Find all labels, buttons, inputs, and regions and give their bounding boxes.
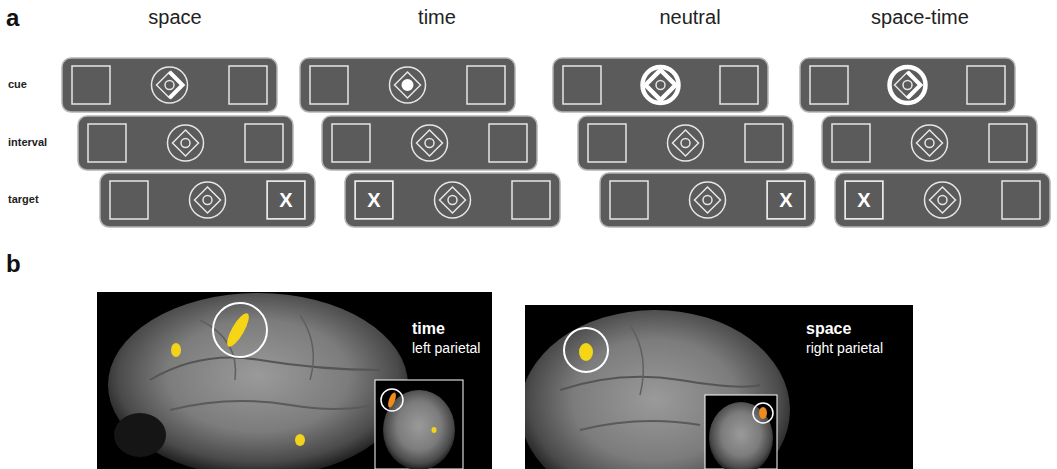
screen [578, 116, 793, 170]
target-letter: X [857, 190, 870, 210]
target-box: X [767, 181, 805, 219]
screen [300, 58, 515, 112]
fixation [190, 182, 226, 218]
column-header: time [418, 6, 456, 29]
screen [822, 116, 1037, 170]
scan-region: left parietal [412, 340, 480, 356]
brain-scan-left [97, 292, 492, 469]
cue-fixation [890, 67, 926, 103]
target-box: X [355, 181, 393, 219]
row-label: cue [8, 78, 27, 91]
column-header: space-time [871, 6, 969, 29]
interval-screens [78, 116, 1037, 170]
cue-fixation [152, 67, 188, 103]
target-box: X [845, 181, 883, 219]
column-header: space [148, 6, 201, 29]
screen [600, 173, 815, 227]
screen [78, 116, 293, 170]
column-header: neutral [659, 6, 720, 29]
screen [322, 116, 537, 170]
screen [100, 173, 315, 227]
fixation [435, 182, 471, 218]
row-label: target [8, 193, 39, 206]
fixation [912, 125, 948, 161]
row-label: interval [8, 136, 47, 149]
target-letter: X [779, 190, 792, 210]
scan-region: right parietal [806, 340, 883, 356]
fixation [412, 125, 448, 161]
cue-screens [62, 58, 1015, 112]
screen [800, 58, 1015, 112]
screen [345, 173, 560, 227]
fixation [925, 182, 961, 218]
screen [835, 173, 1050, 227]
target-letter: X [279, 190, 292, 210]
cue-fixation [390, 67, 426, 103]
scan-title: time [412, 320, 445, 338]
scan-title: space [806, 320, 851, 338]
screen [62, 58, 277, 112]
target-letter: X [367, 190, 380, 210]
fixation [668, 125, 704, 161]
panel-letter: b [6, 250, 21, 278]
cue-fixation [643, 67, 679, 103]
brain-scan-right [520, 305, 913, 469]
target-screens [100, 173, 1050, 227]
panel-letter: a [6, 4, 19, 32]
fixation [690, 182, 726, 218]
target-box: X [267, 181, 305, 219]
fixation [168, 125, 204, 161]
screen [553, 58, 768, 112]
